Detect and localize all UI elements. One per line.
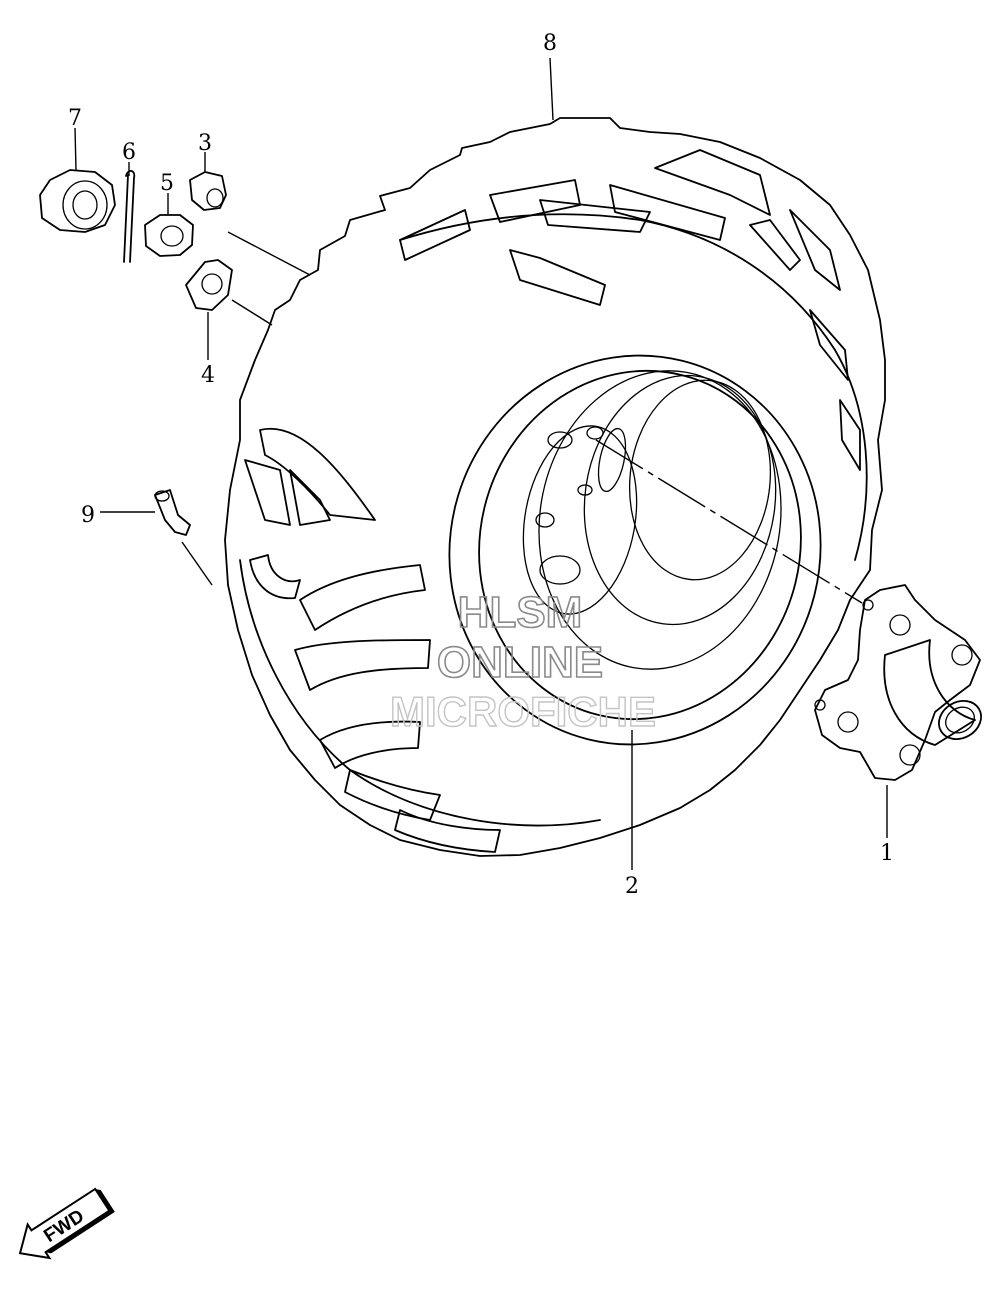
callout-2: 2 [625, 874, 639, 899]
callout-9: 9 [81, 503, 95, 528]
tread-lug [289, 469, 331, 526]
rim-stud [535, 512, 555, 528]
leader-line-hub-axis [595, 439, 863, 604]
watermark-line-3: MICROFICHE [390, 688, 656, 735]
rim-barrel-ring [538, 370, 782, 670]
tread-lug [319, 720, 421, 769]
tread-lug [244, 459, 291, 526]
tread-lug [294, 639, 431, 691]
cap-body [39, 169, 116, 233]
rim-barrel-ring [628, 379, 772, 581]
tread-lug [249, 554, 301, 600]
cap-recess [72, 190, 98, 220]
hub-spindle-bore-inner [945, 706, 975, 734]
callout-4: 4 [201, 363, 215, 388]
tread-lug [654, 149, 771, 216]
wheel-rim [448, 354, 822, 746]
rim-vent [547, 431, 573, 449]
part-cotter-pin [123, 170, 136, 263]
tread-lug [809, 309, 849, 381]
leader-line-4-to-tire [231, 299, 273, 326]
hub-flange [814, 584, 981, 781]
tread-lug [344, 769, 441, 821]
hub-spindle-bore [938, 700, 982, 740]
fwd-direction-badge: FWD [18, 1187, 115, 1260]
part-castle-nut [144, 214, 194, 257]
callout-5: 5 [160, 171, 174, 196]
callout-1: 1 [880, 841, 894, 866]
leader-line-3-to-tire [227, 231, 311, 276]
rim-vent [539, 555, 581, 585]
hub-stud [862, 599, 874, 611]
callout-8: 8 [543, 31, 557, 56]
hub-bolt-hole [951, 644, 973, 666]
hub-bolt-hole [837, 711, 859, 733]
watermark-line-2: ONLINE [437, 638, 603, 687]
tread-lug [299, 564, 426, 631]
cap-face [62, 180, 108, 230]
leader-line-9-to-tire [181, 541, 213, 586]
tire-outer-silhouette [224, 117, 886, 857]
watermark-line-1: HLSM [458, 588, 583, 637]
tread-lug [399, 209, 471, 261]
tread-lug [394, 809, 501, 853]
tread-lug [509, 249, 606, 306]
part-cap [39, 169, 116, 233]
leader-line-7 [74, 127, 77, 171]
rim-stud [586, 426, 604, 440]
rim-stud [577, 484, 593, 496]
tire [224, 117, 886, 857]
callout-labels: 1 2 3 4 5 6 7 8 9 [68, 31, 894, 899]
castle-nut-bore [160, 225, 184, 247]
tread-lug [789, 209, 841, 291]
tread-lug [839, 399, 861, 471]
watermark: HLSM ONLINE MICROFICHE [389, 587, 656, 736]
wheel-hub [814, 584, 982, 781]
castle-nut-body [144, 214, 194, 257]
tread-lug [539, 199, 651, 233]
valve-cap [154, 490, 170, 502]
part-nut [189, 171, 227, 211]
tread-lug [609, 184, 726, 241]
rim-outer-edge [448, 354, 822, 746]
callout-7: 7 [68, 106, 82, 131]
nut-bore [206, 188, 224, 208]
tire-sidewall-line [399, 213, 868, 561]
callout-3: 3 [198, 131, 212, 156]
tread-lug [749, 219, 801, 271]
leader-lines [74, 57, 888, 870]
hub-bolt-hole [899, 744, 921, 766]
leader-line-8 [549, 57, 554, 121]
rim-vent [597, 427, 627, 493]
tread-lug [259, 427, 376, 521]
part-valve [154, 489, 191, 536]
rim-barrel-ring [583, 374, 777, 626]
cotter-pin-shape [123, 170, 136, 263]
hub-stud [814, 699, 826, 711]
washer-body [185, 259, 233, 311]
part-washer [185, 259, 233, 311]
hub-bolt-hole [889, 614, 911, 636]
callout-6: 6 [122, 140, 136, 165]
washer-bore [201, 273, 223, 295]
valve-stem [154, 489, 191, 536]
